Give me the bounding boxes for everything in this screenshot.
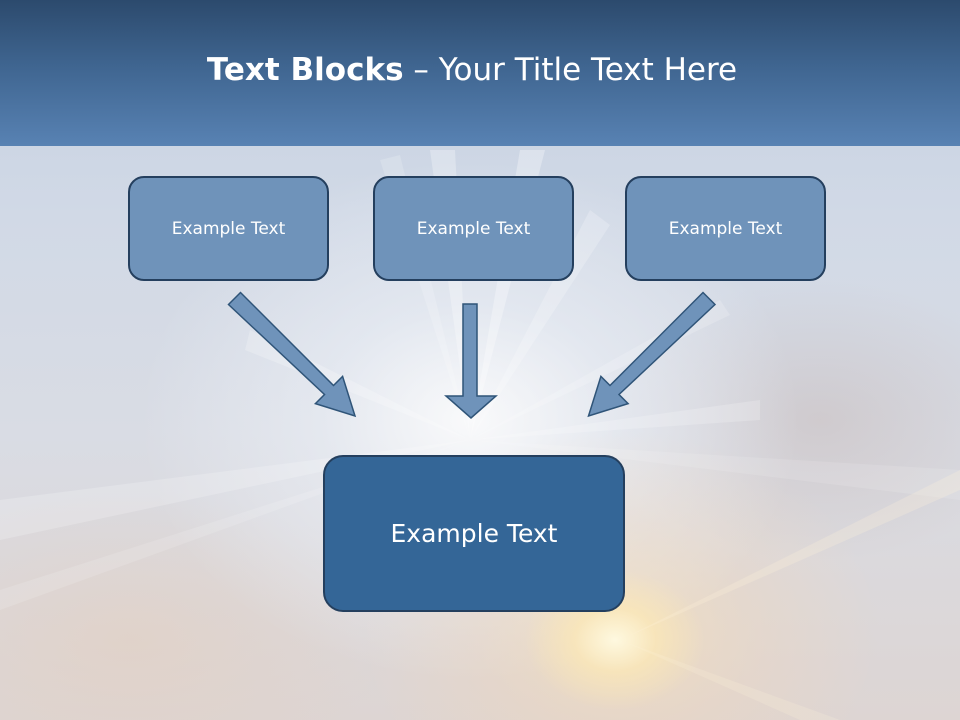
text-block-center[interactable]: Example Text — [373, 176, 574, 281]
text-block-right-label: Example Text — [668, 218, 783, 239]
slide-title-bold: Text Blocks — [206, 52, 404, 88]
title-bar: Text Blocks – Your Title Text Here — [0, 0, 960, 146]
slide-title-subtitle: – Your Title Text Here — [403, 52, 738, 88]
arrow-left — [227, 291, 357, 418]
slide-title: Text Blocks – Your Title Text Here — [0, 52, 944, 88]
text-block-left-label: Example Text — [171, 218, 286, 239]
arrow-center — [444, 303, 498, 419]
text-block-left[interactable]: Example Text — [128, 176, 329, 281]
text-block-center-label: Example Text — [416, 218, 531, 239]
text-block-main[interactable]: Example Text — [323, 455, 625, 612]
text-block-main-label: Example Text — [390, 519, 558, 548]
arrow-right — [587, 291, 717, 418]
text-block-right[interactable]: Example Text — [625, 176, 826, 281]
